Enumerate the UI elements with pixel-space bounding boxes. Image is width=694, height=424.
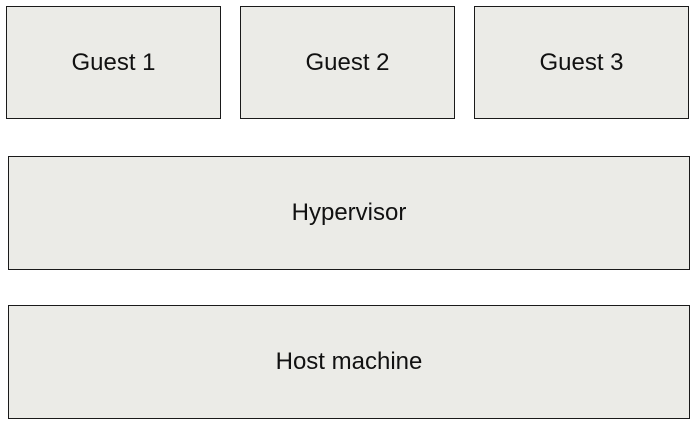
guest-1-box: Guest 1 bbox=[6, 6, 221, 119]
guest-1-label: Guest 1 bbox=[71, 48, 156, 76]
hypervisor-label: Hypervisor bbox=[291, 199, 407, 226]
guest-2-label: Guest 2 bbox=[305, 48, 390, 76]
host-machine-label: Host machine bbox=[275, 348, 423, 375]
guest-2-box: Guest 2 bbox=[240, 6, 455, 119]
hypervisor-box: Hypervisor bbox=[8, 156, 690, 270]
host-machine-box: Host machine bbox=[8, 305, 690, 419]
guest-3-box: Guest 3 bbox=[474, 6, 689, 119]
guest-3-label: Guest 3 bbox=[539, 48, 624, 76]
